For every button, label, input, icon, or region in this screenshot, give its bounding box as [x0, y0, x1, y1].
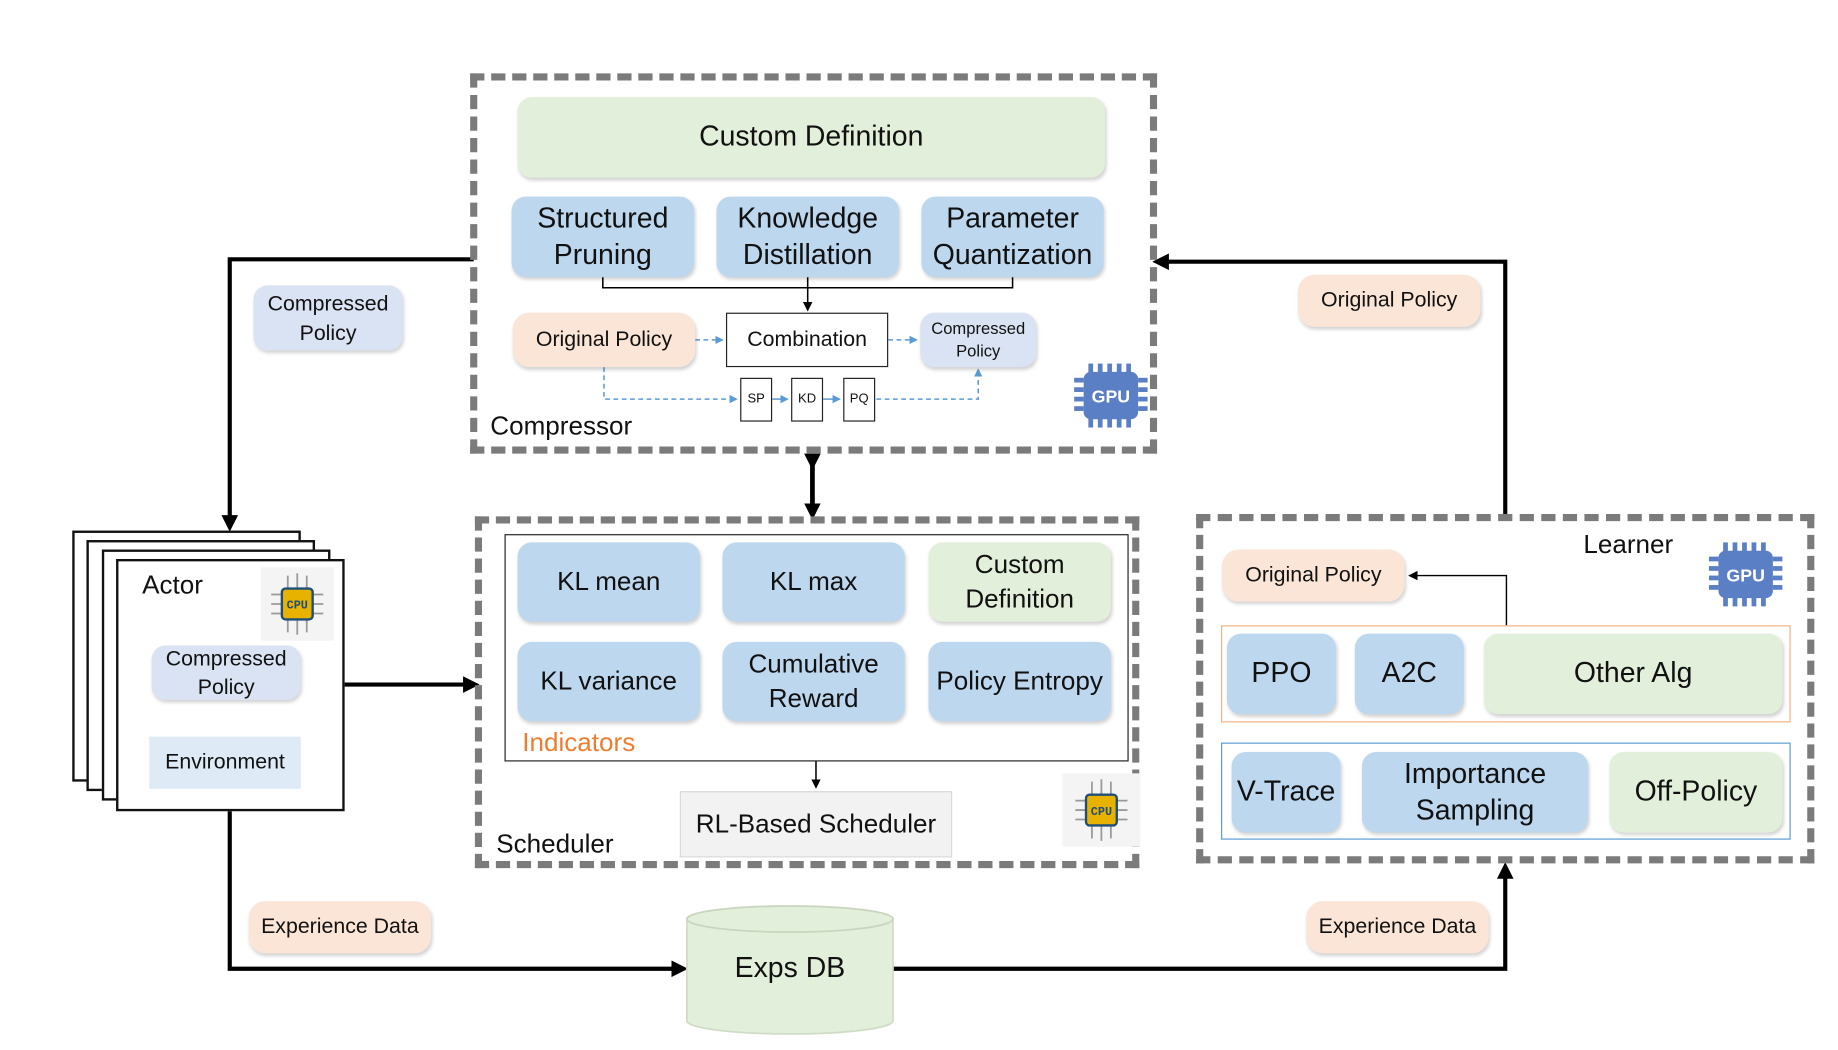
- ppo-box: PPO: [1226, 633, 1336, 715]
- cpu-icon: CPU: [1075, 779, 1128, 841]
- actor-cpu-chip: CPU: [260, 567, 334, 641]
- rl-based-scheduler-box: RL-Based Scheduler: [679, 791, 953, 858]
- algorithms-panel: [1221, 625, 1791, 723]
- environment-box: Environment: [149, 736, 301, 789]
- actor-to-db-arrow: [227, 810, 689, 978]
- compressor-title: Compressor: [486, 410, 636, 442]
- compressed-policy-flow-label: Compressed Policy: [253, 285, 403, 351]
- compressor-gpu-chip: GPU: [1072, 356, 1150, 434]
- sp-step-box: SP: [740, 377, 773, 422]
- compressor-custom-definition: Custom Definition: [517, 97, 1105, 178]
- svg-text:GPU: GPU: [1092, 387, 1130, 407]
- other-alg-box: Other Alg: [1483, 633, 1783, 715]
- scheduler-custom-definition: Custom Definition: [928, 542, 1111, 622]
- svg-text:CPU: CPU: [1091, 805, 1112, 819]
- experience-data-right-label: Experience Data: [1306, 901, 1489, 954]
- compressor-original-policy: Original Policy: [512, 312, 696, 368]
- cumulative-reward-box: Cumulative Reward: [722, 641, 905, 722]
- pq-step-box: PQ: [843, 377, 876, 422]
- indicators-title: Indicators: [522, 727, 636, 757]
- actor-compressed-policy: Compressed Policy: [151, 645, 301, 700]
- off-policy-box: Off-Policy: [1609, 752, 1783, 833]
- learner-original-policy: Original Policy: [1222, 549, 1405, 602]
- cpu-icon: CPU: [271, 573, 324, 635]
- gpu-icon: GPU: [1074, 363, 1148, 428]
- kl-mean-box: KL mean: [517, 542, 700, 622]
- combination-box: Combination: [725, 312, 889, 368]
- scheduler-title: Scheduler: [492, 829, 618, 860]
- importance-sampling-box: Importance Sampling: [1361, 752, 1589, 833]
- scheduler-frame: [474, 516, 1140, 869]
- actor-title: Actor: [142, 569, 203, 600]
- learner-frame: [1196, 513, 1815, 864]
- algorithms-to-original-arrow: [1408, 570, 1508, 626]
- techniques-panel: [1221, 742, 1791, 840]
- kd-step-box: KD: [791, 377, 824, 422]
- knowledge-distillation-box: Knowledge Distillation: [716, 196, 899, 278]
- compressor-frame: [470, 73, 1158, 454]
- compressor-to-actor-arrow: [221, 257, 474, 532]
- learner-gpu-chip: GPU: [1707, 535, 1785, 613]
- db-to-learner-arrow: [892, 862, 1514, 971]
- exps-db-label: Exps DB: [734, 952, 846, 985]
- v-trace-box: V-Trace: [1231, 752, 1341, 833]
- gpu-icon: GPU: [1708, 542, 1783, 607]
- structured-pruning-box: Structured Pruning: [511, 196, 694, 278]
- parameter-quantization-box: Parameter Quantization: [921, 196, 1104, 278]
- scheduler-cpu-chip: CPU: [1062, 773, 1141, 847]
- pq-to-compressed-arrow: [876, 368, 983, 400]
- exps-db-cylinder: [686, 905, 894, 1035]
- original-policy-flow-label: Original Policy: [1297, 274, 1481, 327]
- kl-max-box: KL max: [722, 542, 905, 622]
- original-to-sp-arrow: [603, 367, 738, 404]
- a2c-box: A2C: [1354, 633, 1464, 715]
- learner-to-compressor-arrow: [1152, 253, 1508, 518]
- svg-text:CPU: CPU: [287, 599, 308, 613]
- compressor-compressed-policy: Compressed Policy: [920, 312, 1037, 368]
- learner-title: Learner: [1583, 529, 1674, 559]
- policy-entropy-box: Policy Entropy: [928, 641, 1111, 722]
- kl-variance-box: KL variance: [517, 641, 700, 722]
- experience-data-left-label: Experience Data: [248, 901, 432, 954]
- svg-text:GPU: GPU: [1726, 565, 1764, 585]
